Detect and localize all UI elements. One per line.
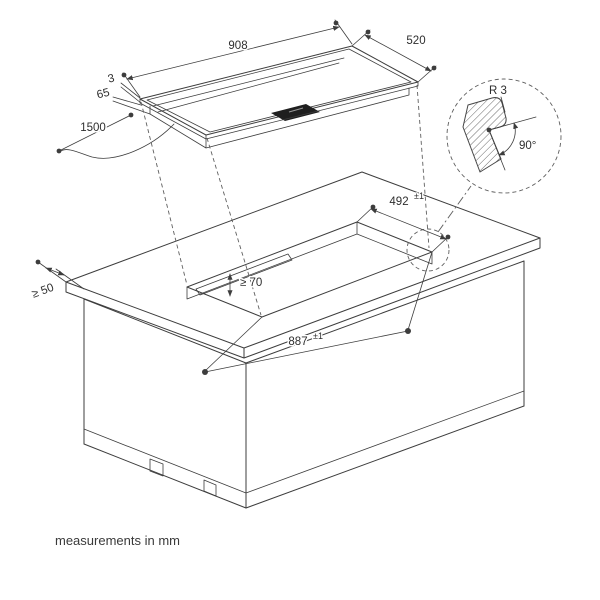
datum-dot — [370, 204, 376, 210]
label-corner-radius: R 3 — [489, 85, 507, 97]
dimension-line-520 — [364, 34, 432, 72]
projection-left — [140, 101, 188, 286]
dimension-908: 908 — [121, 19, 353, 98]
datum-dot — [121, 72, 127, 78]
label-cutout-width: 887 — [288, 336, 307, 348]
dimension-line-50 — [45, 267, 65, 276]
detail-circle — [446, 78, 562, 194]
label-min-clearance-below: ≥ 70 — [240, 277, 262, 289]
datum-dot — [445, 234, 451, 240]
cutout-outline — [186, 221, 433, 318]
datum-dot — [35, 259, 41, 265]
mains-cable-curve — [60, 123, 175, 159]
edge-detail: R 3 90° — [446, 78, 562, 194]
cabinet-bottom-edges — [83, 405, 525, 509]
label-cooktop-width: 908 — [228, 40, 247, 52]
dimension-line-908 — [126, 25, 340, 81]
extension-lines-887 — [204, 251, 433, 372]
label-cutout-depth: 492 — [389, 196, 408, 208]
worktop-cutout — [186, 221, 433, 318]
datum-dot — [405, 328, 411, 334]
datum-dot — [202, 369, 208, 375]
cabinet-top-edges — [83, 260, 525, 364]
radius-leader-line — [500, 96, 506, 113]
cabinet-vertical-edges — [83, 260, 525, 509]
dimension-line-887 — [204, 330, 409, 373]
projection-front — [206, 137, 262, 316]
cabinet-drawing — [65, 171, 541, 509]
worktop-cross-section — [462, 97, 507, 173]
label-cable-length: 1500 — [80, 122, 106, 134]
dimension-65: 65 — [94, 85, 151, 115]
dimension-line-492 — [370, 208, 447, 240]
projection-right — [416, 84, 430, 249]
angle-arc — [498, 122, 519, 156]
extension-lines-908 — [122, 19, 353, 98]
label-cutout-width-tolerance: ±1 — [313, 331, 323, 341]
cutout-inner-walls — [186, 221, 433, 300]
dimension-line-1500 — [58, 114, 132, 152]
datum-dot — [365, 29, 371, 35]
dimension-492: 492 ±1 — [356, 190, 451, 253]
datum-dot — [56, 148, 62, 154]
glass-facet-edge — [139, 81, 419, 140]
dimension-887: 887 ±1 — [202, 251, 433, 375]
cooktop-body-edge — [149, 87, 410, 149]
worktop-surface — [65, 171, 541, 349]
label-min-side-clearance: ≥ 50 — [30, 282, 55, 301]
plinth-recess-line — [83, 390, 525, 494]
datum-dot — [431, 65, 437, 71]
label-cooktop-depth: 520 — [406, 35, 425, 47]
label-body-height: 65 — [96, 87, 111, 102]
cooktop-drawing — [60, 45, 419, 159]
footer-note: measurements in mm — [55, 533, 180, 548]
label-edge-angle: 90° — [519, 140, 536, 152]
label-cutout-depth-tolerance: ±1 — [414, 191, 424, 201]
dimension-50: ≥ 50 — [29, 259, 85, 302]
dimension-70: ≥ 70 — [227, 273, 264, 297]
cooktop-glass-inner-border — [146, 48, 412, 133]
label-facet-height: 3 — [107, 72, 116, 85]
control-panel — [271, 104, 320, 121]
extension-lines-492 — [356, 205, 450, 253]
control-panel-display — [288, 107, 304, 113]
cabinet-feet — [149, 458, 217, 497]
dimension-520: 520 — [351, 29, 437, 83]
dimension-1500: 1500 — [56, 112, 134, 154]
detail-reference-line — [437, 185, 472, 233]
support-rail — [195, 253, 293, 296]
datum-dot — [333, 20, 339, 26]
leader-lines-3 — [120, 82, 142, 104]
datum-dot — [128, 112, 134, 118]
worktop-thickness-band — [65, 237, 541, 359]
